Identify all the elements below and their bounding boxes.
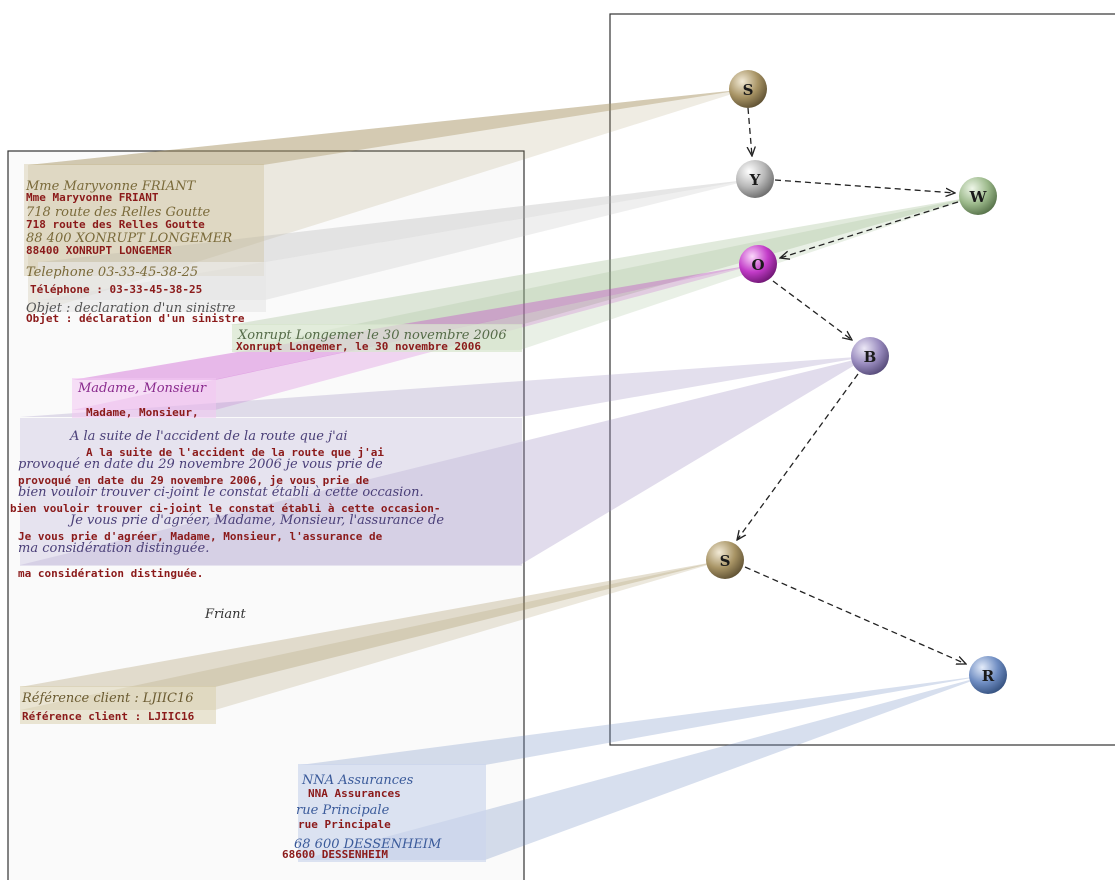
edge-s1-y [748,107,752,156]
typed-object: Objet : déclaration d'un sinistre [26,312,245,325]
region-header [24,164,264,276]
node-w-label: W [969,188,988,206]
typed-recipient-street: rue Principale [298,818,391,831]
node-b: B [851,337,889,375]
node-r-label: R [982,667,995,685]
node-s-bottom-label: S [720,552,731,570]
hand-sender-street: 718 route des Relles Goutte [26,205,211,220]
graph-frame [609,13,1115,746]
typed-sender-street: 718 route des Relles Goutte [26,218,205,231]
node-s-bottom: S [706,541,744,579]
typed-body-4: Je vous prie d'agréer, Madame, Monsieur,… [18,530,383,543]
wedge-date [230,196,978,325]
typed-salutation: Madame, Monsieur, [86,406,199,419]
typed-sender-name: Mme Maryvonne FRIANT [26,191,159,204]
hand-phone: Telephone 03-33-45-38-25 [26,265,198,280]
hand-sender-name: Mme Maryvonne FRIANT [25,179,197,194]
wedge-recipient [300,675,988,765]
node-b-label: B [864,348,877,366]
node-r: R [969,656,1007,694]
hand-signature: Friant [204,607,247,622]
region-date [232,324,522,352]
typed-body-1: A la suite de l'accident de la route que… [86,446,384,459]
edge-s2-r [744,566,966,664]
typed-recipient-name: NNA Assurances [308,787,401,800]
wedge-header [28,89,748,165]
typed-reference: Référence client : LJIIC16 [22,710,195,723]
typed-recipient-city: 68600 DESSENHEIM [282,848,388,861]
wedge-reference-low [20,560,725,710]
region-salutation [72,378,216,418]
region-recipient [298,764,486,862]
node-s-top-label: S [743,81,754,99]
wedge-body-low [20,356,870,565]
node-y: Y [736,160,774,198]
wedge-body [20,356,870,417]
edge-o-b [772,280,852,340]
node-s-top: S [729,70,767,108]
wedge-date-low [230,196,978,350]
hand-body-4: Je vous prie d'agréer, Madame, Monsieur,… [67,513,444,528]
node-y-label: Y [749,171,761,189]
node-o-label: O [751,256,764,274]
typed-phone: Téléphone : 03-33-45-38-25 [30,283,202,296]
edge-w-o [780,201,959,258]
typed-sender-city: 88400 XONRUPT LONGEMER [26,244,172,257]
edge-b-s2 [737,373,859,540]
edge-y-w [774,179,955,193]
hand-place-date: Xonrupt Longemer le 30 novembre 2006 [237,328,507,343]
hand-body-1: A la suite de l'accident de la route que… [69,429,348,444]
hand-salutation: Madame, Monsieur [77,381,207,396]
region-reference [20,686,216,724]
wedge-header-side [28,89,748,315]
hand-recipient-city: 68 600 DESSENHEIM [294,837,442,852]
wedge-reference [20,560,725,687]
wedge-phone [40,179,755,262]
hand-body-3: bien vouloir trouver ci-joint le constat… [18,485,424,500]
node-w: W [959,177,997,215]
hand-recipient-street: rue Principale [296,803,390,818]
region-body [20,418,522,566]
typed-text: Mme Maryvonne FRIANT 718 route des Relle… [10,191,481,861]
region-phone-object [38,262,266,312]
typed-body-2: provoqué en date du 29 novembre 2006, je… [18,474,369,487]
projection-wedges [20,89,988,860]
hand-object: Objet : declaration d'un sinistre [26,301,236,316]
document-regions [20,164,522,862]
node-o: O [739,245,777,283]
hand-recipient-name: NNA Assurances [301,773,414,788]
typed-place-date: Xonrupt Longemer, le 30 novembre 2006 [236,340,481,353]
hand-body-5: ma considération distinguée. [18,541,209,556]
hand-body-2: provoqué en date du 29 novembre 2006 je … [18,457,383,472]
typed-body-5: ma considération distinguée. [18,567,203,580]
graph-edges [737,107,966,664]
hand-reference: Référence client : LJIIC16 [21,691,194,706]
typed-body-3: bien vouloir trouver ci-joint le constat… [10,502,440,515]
handwritten-text: Mme Maryvonne FRIANT 718 route des Relle… [18,179,507,852]
hand-sender-city: 88 400 XONRUPT LONGEMER [26,231,232,246]
graph-nodes: S Y W O B S R [706,70,1007,694]
